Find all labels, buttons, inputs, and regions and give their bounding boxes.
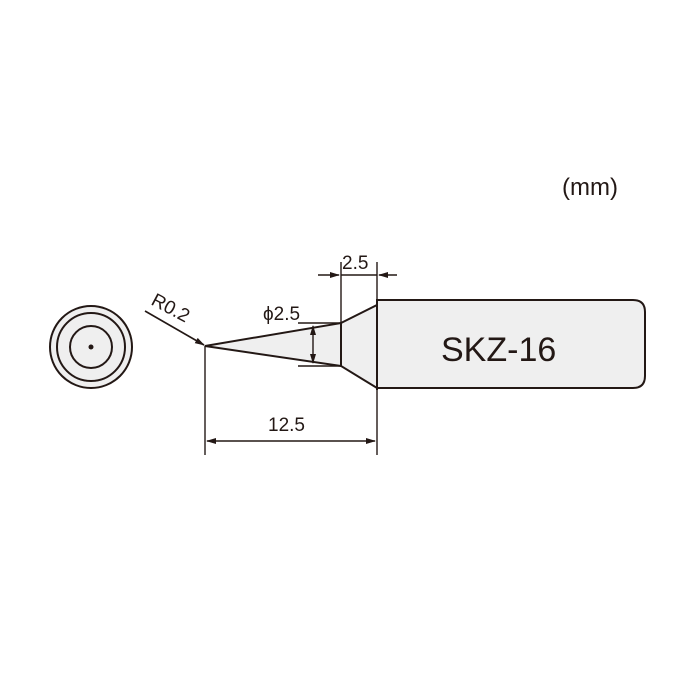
- shoulder-length-label: 2.5: [342, 253, 368, 274]
- shaft: [376, 299, 646, 389]
- side-view: [204, 299, 646, 390]
- shoulder-length-dimension: 2.5: [318, 253, 397, 323]
- tip-radius-label: R0.2: [148, 290, 193, 327]
- unit-label: (mm): [562, 174, 618, 201]
- cone-diameter-dimension: ϕ2.5: [263, 304, 341, 367]
- overall-length-dimension: 12.5: [204, 346, 378, 455]
- end-view: [49, 305, 133, 389]
- tip-cone: [204, 321, 342, 368]
- model-label: SKZ-16: [441, 331, 556, 369]
- tip-radius-callout: R0.2: [144, 290, 205, 346]
- shoulder-cone: [340, 303, 378, 390]
- cone-diameter-label: ϕ2.5: [263, 304, 300, 325]
- overall-length-label: 12.5: [268, 415, 305, 436]
